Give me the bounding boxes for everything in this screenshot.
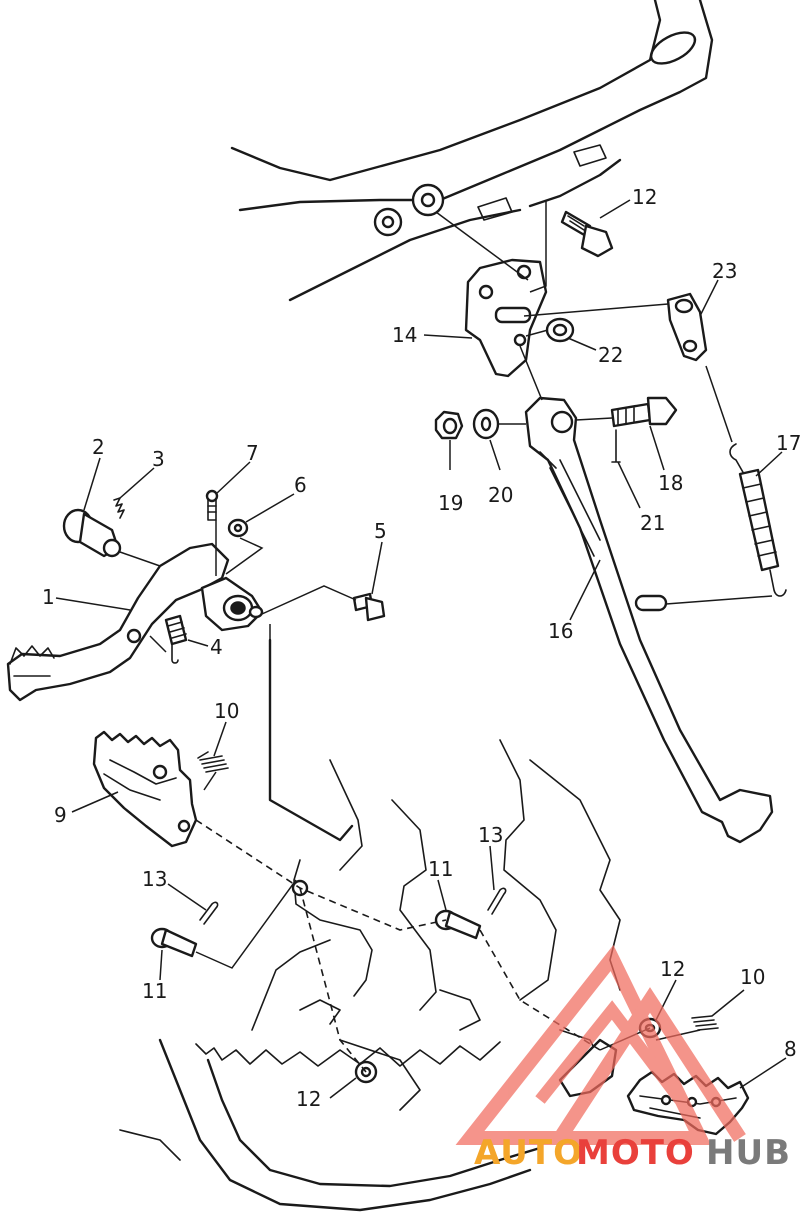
callout-21: 21 bbox=[640, 511, 665, 535]
footrest-spring-right bbox=[691, 1015, 719, 1031]
brake-pedal bbox=[6, 542, 230, 702]
callout-15: 12 bbox=[632, 185, 657, 209]
footrest-spring-left bbox=[197, 751, 229, 773]
side-stand-bracket bbox=[464, 258, 548, 378]
callout-7: 7 bbox=[246, 441, 259, 465]
callout-12-right: 12 bbox=[660, 957, 685, 981]
pedal-boss bbox=[200, 576, 264, 632]
callout-11-right: 11 bbox=[428, 857, 453, 881]
small-spring bbox=[113, 497, 125, 519]
washer bbox=[472, 408, 500, 440]
cotter-pin-left bbox=[199, 901, 219, 925]
callout-3: 3 bbox=[152, 447, 165, 471]
pivot-bolt bbox=[610, 396, 678, 428]
assembly-lines bbox=[119, 200, 773, 1073]
callout-11-left: 11 bbox=[142, 979, 167, 1003]
callout-leaders bbox=[55, 199, 787, 1099]
cotter-pin-right bbox=[487, 887, 507, 915]
callout-5: 5 bbox=[374, 519, 387, 543]
watermark-logo bbox=[455, 944, 746, 1145]
cotter-pin bbox=[611, 429, 621, 463]
lower-frame bbox=[119, 638, 621, 1212]
footrest-pin-right bbox=[434, 909, 482, 940]
bolt bbox=[560, 210, 614, 258]
callout-12-left: 12 bbox=[296, 1087, 321, 1111]
stand-plate bbox=[666, 292, 708, 362]
callout-6: 6 bbox=[294, 473, 307, 497]
watermark-moto: MOTO bbox=[576, 1133, 695, 1173]
callout-8: 8 bbox=[784, 1037, 797, 1061]
callout-4: 4 bbox=[210, 635, 223, 659]
left-footrest bbox=[92, 730, 198, 848]
callout-labels: 12 23 14 22 17 18 19 20 21 16 2 3 7 6 5 … bbox=[42, 185, 800, 1111]
callout-10-left: 10 bbox=[214, 699, 239, 723]
callout-17: 17 bbox=[776, 431, 800, 455]
nut bbox=[434, 410, 464, 440]
footrest-pin-left bbox=[150, 927, 198, 958]
callout-2: 2 bbox=[92, 435, 105, 459]
watermark-hub: HUB bbox=[706, 1133, 791, 1173]
callout-18: 18 bbox=[658, 471, 683, 495]
stand-spring bbox=[729, 443, 787, 597]
callout-20: 20 bbox=[488, 483, 513, 507]
shoulder-bolt bbox=[352, 592, 386, 622]
callout-16: 16 bbox=[548, 619, 573, 643]
callout-13-left: 13 bbox=[142, 867, 167, 891]
callout-13-right: 13 bbox=[478, 823, 503, 847]
return-spring bbox=[164, 614, 188, 664]
callout-1: 1 bbox=[42, 585, 55, 609]
pedal-pivot-shaft bbox=[62, 508, 122, 558]
small-bolt bbox=[205, 489, 219, 521]
small-washer bbox=[227, 518, 249, 538]
watermark-auto: AUTO bbox=[474, 1133, 583, 1173]
callout-14: 14 bbox=[392, 323, 417, 347]
collar bbox=[545, 317, 575, 343]
callout-10-right: 10 bbox=[740, 965, 765, 989]
side-stand bbox=[524, 396, 774, 844]
callout-19: 19 bbox=[438, 491, 463, 515]
watermark-text: AUTO MOTO HUB bbox=[474, 1133, 791, 1173]
callout-22: 22 bbox=[598, 343, 623, 367]
callout-23: 23 bbox=[712, 259, 737, 283]
frame-swingarm bbox=[230, 0, 714, 302]
callout-9: 9 bbox=[54, 803, 67, 827]
